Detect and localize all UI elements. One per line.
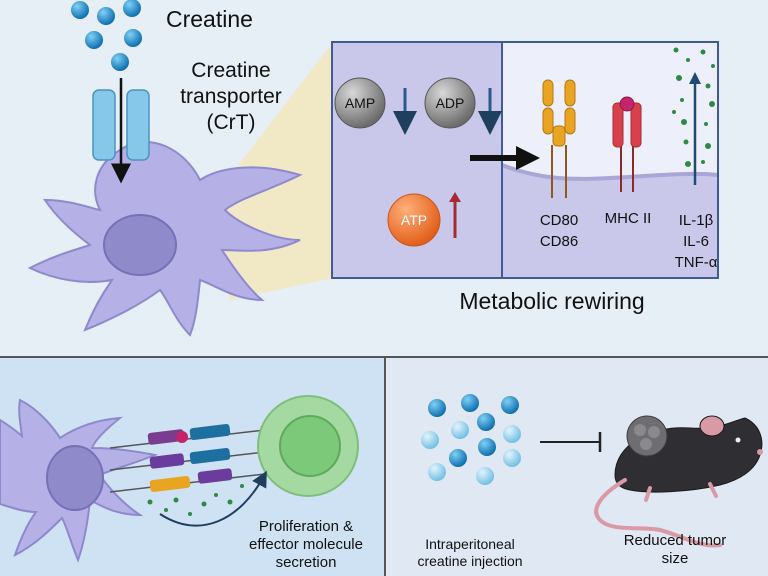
il6-label: IL-6 (683, 233, 709, 250)
zoom-box-border (331, 41, 719, 279)
tumor-caption: Reduced tumor size (600, 532, 750, 568)
metabolic-rewiring-caption: Metabolic rewiring (459, 288, 645, 314)
cd80-cd86-receptors (542, 79, 576, 198)
cytokine-secretion (672, 47, 715, 185)
receptor-synapse (109, 423, 266, 493)
cell-nucleus-small (46, 445, 104, 511)
cd-markers-label: CD80 CD86 (530, 210, 588, 252)
mhc-label: MHC II (604, 210, 652, 227)
tnfa-label: TNF-α (674, 254, 718, 271)
proliferation-caption-line: secretion (275, 554, 337, 571)
creatine-label: Creatine (166, 6, 253, 32)
cell-nucleus (103, 214, 177, 276)
il1b-label: IL-1β (678, 212, 714, 229)
amp-molecule (334, 77, 386, 129)
creatine-transporter (92, 78, 150, 184)
injection-caption-line: creatine injection (417, 553, 523, 569)
transporter-label-line: (CrT) (206, 111, 256, 134)
cytokines-label: IL-1β IL-6 TNF-α (668, 210, 724, 273)
secretion-arrow (159, 470, 267, 527)
transporter-label-line: transporter (180, 85, 282, 108)
proliferation-caption: Proliferation & effector molecule secret… (226, 518, 386, 572)
t-cell (257, 395, 359, 497)
injection-creatine-cluster (421, 394, 521, 485)
membrane-cytoplasm (502, 165, 718, 278)
creatine-ball (85, 31, 103, 49)
proliferation-caption-line: effector molecule (249, 536, 363, 553)
amp-label: AMP (344, 95, 376, 111)
mhc-ii-receptor (612, 96, 642, 192)
cell-membrane (501, 163, 719, 181)
transporter-label: Creatine transporter (CrT) (176, 58, 286, 136)
rewiring-arrow (470, 146, 540, 170)
atp-up-arrow (449, 192, 461, 238)
effector-molecules (147, 484, 244, 516)
atp-molecule (387, 193, 441, 247)
adp-molecule (424, 77, 476, 129)
cd80-label: CD80 (539, 212, 579, 229)
tumor-caption-line: size (661, 550, 689, 567)
injection-caption-line: Intraperitoneal (425, 536, 515, 552)
proliferation-caption-line: Proliferation & (258, 518, 354, 535)
atp-label: ATP (400, 212, 428, 228)
cd86-label: CD86 (539, 233, 579, 250)
creatine-ball (97, 7, 115, 25)
adp-label: ADP (435, 95, 465, 111)
transporter-label-line: Creatine (191, 59, 271, 82)
creatine-ball (123, 0, 141, 17)
creatine-ball (111, 53, 129, 71)
mouse-with-tumor (594, 415, 763, 548)
creatine-ball (71, 1, 89, 19)
creatine-ball (124, 29, 142, 47)
inhibition-arrow (540, 432, 602, 452)
tumor-caption-line: Reduced tumor (623, 532, 727, 549)
creatine-molecules (71, 0, 142, 71)
injection-caption: Intraperitoneal creatine injection (400, 536, 540, 570)
